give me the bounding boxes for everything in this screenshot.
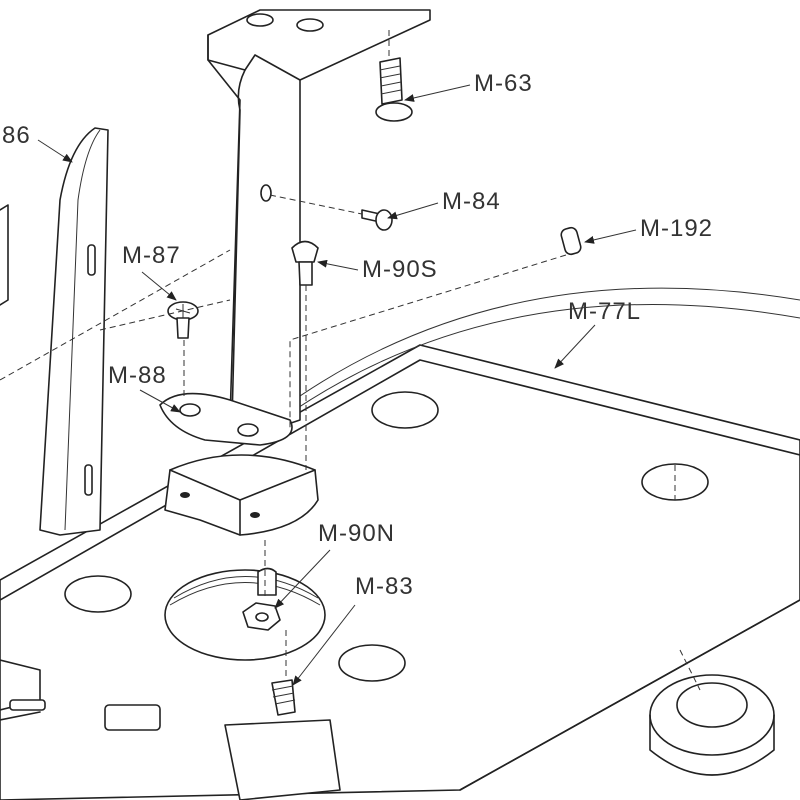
label-m87: M-87	[122, 242, 181, 269]
screw-m90s	[291, 240, 319, 286]
label-m88: M-88	[108, 362, 167, 389]
nut	[242, 567, 281, 631]
pin-m192	[560, 226, 582, 256]
hook-assembly	[159, 392, 319, 536]
label-m77l: M-77L	[568, 298, 642, 325]
bottom-left-parts	[0, 659, 341, 800]
base-plate	[0, 287, 800, 800]
side-plate	[0, 127, 109, 536]
label-m63: M-63	[474, 70, 533, 97]
assembly-center-lines	[0, 30, 701, 691]
frame-column	[207, 9, 431, 441]
label-m90n: M-90N	[318, 520, 396, 547]
screw-m84	[361, 209, 393, 231]
label-m192: M-192	[640, 215, 714, 242]
collar-part	[649, 674, 775, 776]
label-m84: M-84	[442, 188, 501, 215]
label-m90s: M-90S	[362, 256, 438, 283]
screw-m63	[375, 57, 413, 122]
label-m86: 86	[2, 122, 31, 149]
spring-m83	[271, 679, 296, 716]
label-m83: M-83	[355, 573, 414, 600]
screw-m87	[167, 301, 199, 339]
leader-arrows	[37, 84, 637, 686]
